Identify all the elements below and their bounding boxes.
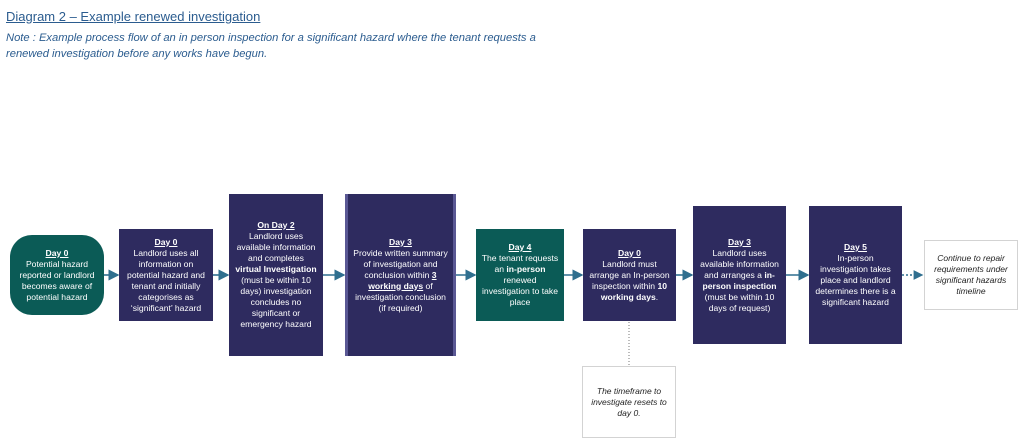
step-3-text: Landlord uses available information and … bbox=[235, 231, 317, 329]
step-1-report: Day 0 Potential hazard reported or landl… bbox=[10, 235, 104, 315]
step-8-text: In-person investigation takes place and … bbox=[815, 253, 896, 307]
step-5-text: The tenant requests an in-person renewed… bbox=[481, 253, 559, 307]
diagram-title: Diagram 2 – Example renewed investigatio… bbox=[6, 9, 261, 24]
step-6-day: Day 0 bbox=[618, 247, 641, 258]
reset-note: The timeframe to investigate resets to d… bbox=[582, 366, 676, 438]
step-2-day: Day 0 bbox=[154, 236, 178, 247]
step-4-day: Day 3 bbox=[389, 236, 412, 247]
diagram-note: Note : Example process flow of an in per… bbox=[6, 32, 536, 60]
step-5-tenant-request: Day 4 The tenant requests an in-person r… bbox=[476, 229, 564, 321]
step-4-written-summary: Day 3 Provide written summary of investi… bbox=[345, 194, 456, 356]
step-7-in-person-inspection: Day 3 Landlord uses available informatio… bbox=[693, 206, 786, 344]
step-8-significant-hazard: Day 5 In-person investigation takes plac… bbox=[809, 206, 902, 344]
step-1-day: Day 0 bbox=[45, 247, 69, 258]
step-2-text: Landlord uses all information on potenti… bbox=[127, 247, 205, 313]
step-4-text: Provide written summary of investigation… bbox=[353, 247, 448, 313]
step-3-day: On Day 2 bbox=[257, 220, 295, 230]
step-1-text: Potential hazard reported or landlord be… bbox=[19, 258, 95, 302]
step-7-day: Day 3 bbox=[728, 236, 751, 247]
step-8-day: Day 5 bbox=[844, 242, 867, 252]
step-3-virtual-investigation: On Day 2 Landlord uses available informa… bbox=[229, 194, 323, 356]
step-6-arrange-inspection: Day 0 Landlord must arrange an In-person… bbox=[583, 229, 676, 321]
step-5-day: Day 4 bbox=[508, 242, 532, 252]
step-2-categorise: Day 0 Landlord uses all information on p… bbox=[119, 229, 213, 321]
step-7-text: Landlord uses available information and … bbox=[700, 247, 779, 313]
step-6-text: Landlord must arrange an In-person inspe… bbox=[589, 258, 670, 302]
continue-note: Continue to repair requirements under si… bbox=[924, 240, 1018, 310]
